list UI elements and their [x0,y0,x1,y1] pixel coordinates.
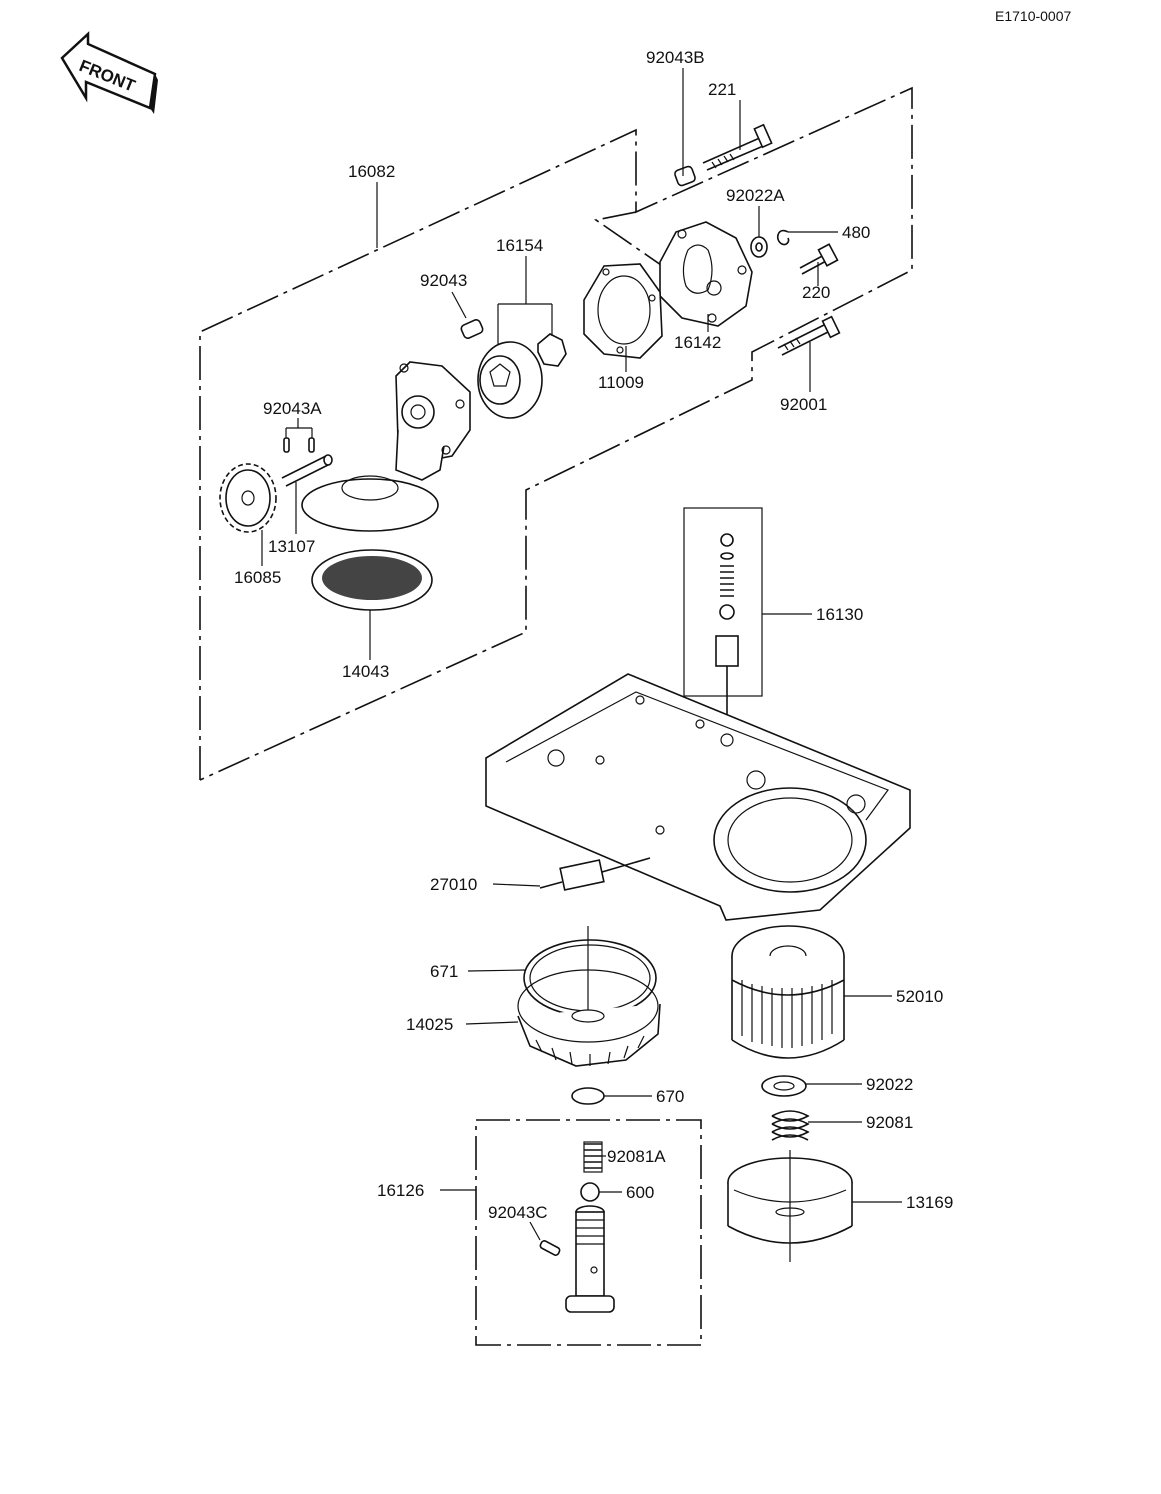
relief-valve-group-frame [475,1119,702,1346]
oil-screen-14043 [311,549,433,611]
switch-27010 [539,857,651,891]
callout-671: 671 [430,962,458,981]
diagram-code: E1710-0007 [995,8,1072,24]
bolt-221 [702,123,773,171]
pump-cover-16142 [659,221,753,327]
oil-filter-52010 [731,925,845,1059]
rotor-set-16154 [477,333,567,419]
callout-14025: 14025 [406,1015,453,1034]
callout-480: 480 [842,223,870,242]
pump-body [301,361,471,532]
front-arrow-icon: FRONT [60,31,158,114]
callout-16130: 16130 [816,605,863,624]
callout-11009: 11009 [598,373,644,392]
relief-valve-16130 [683,507,763,740]
callout-92043A: 92043A [263,399,322,418]
pins-92043A [283,437,315,453]
pin-92043C [539,1240,561,1256]
sprocket-16085 [219,463,277,533]
callout-52010: 52010 [896,987,943,1006]
relief-valve-body [565,1205,615,1313]
o-ring-670 [571,1087,605,1105]
bolt-92001 [777,315,841,356]
callout-600: 600 [626,1183,654,1202]
filter-cover-14025 [517,969,661,1067]
callout-92043: 92043 [420,271,467,290]
washer-92022A [750,236,768,258]
dowel-92043B [674,165,696,187]
callout-221: 221 [708,80,736,99]
oil-pump-group-frame [199,86,913,781]
oil-pan [485,673,911,921]
callout-220: 220 [802,283,830,302]
spring-92081A [584,1143,602,1169]
callout-16154: 16154 [496,236,543,255]
bolt-220 [799,243,839,275]
callout-16126: 16126 [377,1181,424,1200]
filter-bowl-13169 [727,1150,853,1262]
washer-92022 [761,1075,807,1097]
callout-670: 670 [656,1087,684,1106]
callout-16142: 16142 [674,333,721,352]
callout-27010: 27010 [430,875,477,894]
callout-92043C: 92043C [488,1203,548,1222]
callout-13107: 13107 [268,537,315,556]
callout-14043: 14043 [342,662,389,681]
callout-92022: 92022 [866,1075,913,1094]
clip-480 [776,229,790,246]
spring-92081A-body [583,1141,603,1173]
shaft-13107 [281,454,333,487]
spring-92081 [771,1110,810,1141]
ball-600 [580,1182,600,1202]
callout-92001: 92001 [780,395,827,414]
gasket-11009 [583,263,663,359]
dowel-92043 [460,319,484,339]
callout-92022A: 92022A [726,186,785,205]
callout-16085: 16085 [234,568,281,587]
leader-lines [261,68,902,1241]
callout-16082: 16082 [348,162,395,181]
callout-13169: 13169 [906,1193,953,1212]
callout-92043B: 92043B [646,48,705,67]
callout-92081: 92081 [866,1113,913,1132]
callout-92081A: 92081A [607,1147,666,1166]
